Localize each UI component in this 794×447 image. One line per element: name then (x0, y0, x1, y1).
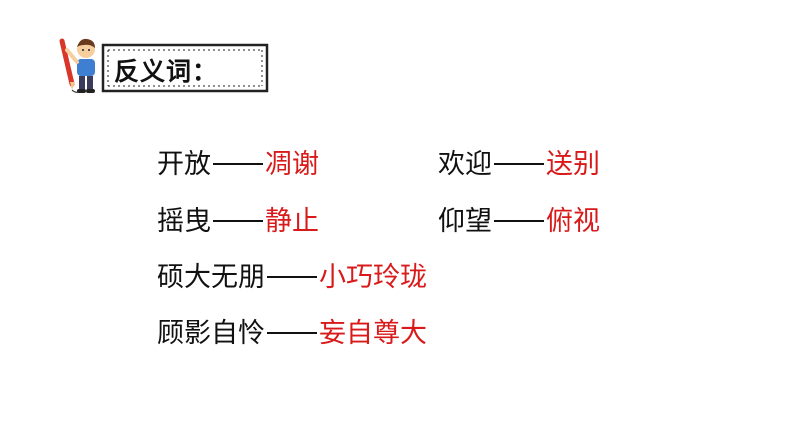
antonym-pair: 顾影自怜 妄自尊大 (157, 314, 427, 354)
word: 仰望 (438, 206, 492, 237)
dash-separator (494, 162, 544, 165)
answer: 送别 (546, 149, 600, 180)
word: 硕大无朋 (157, 262, 265, 293)
dash-separator (494, 219, 544, 222)
antonym-pair: 欢迎 送别 (438, 145, 600, 185)
dash-separator (267, 331, 317, 334)
antonym-pair: 开放 凋谢 (157, 145, 319, 185)
dash-separator (213, 219, 263, 222)
answer: 妄自尊大 (319, 318, 427, 349)
answer: 小巧玲珑 (319, 262, 427, 293)
word: 欢迎 (438, 149, 492, 180)
answer: 俯视 (546, 206, 600, 237)
word: 开放 (157, 149, 211, 180)
dash-separator (213, 162, 263, 165)
title-frame (101, 43, 269, 93)
answer: 凋谢 (265, 149, 319, 180)
section-header: 反义词： (52, 36, 269, 98)
answer: 静止 (265, 206, 319, 237)
word: 顾影自怜 (157, 318, 265, 349)
child-holding-pencil-icon (59, 38, 95, 93)
dash-separator (267, 275, 317, 278)
antonym-pair: 硕大无朋 小巧玲珑 (157, 258, 427, 298)
antonym-pair: 仰望 俯视 (438, 202, 600, 242)
page-title: 反义词： (114, 57, 219, 86)
antonym-pair: 摇曳 静止 (157, 202, 319, 242)
word: 摇曳 (157, 206, 211, 237)
